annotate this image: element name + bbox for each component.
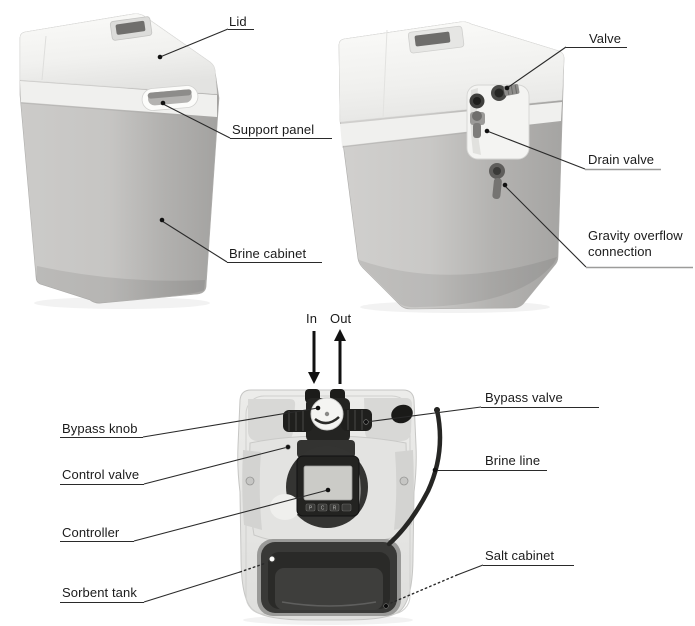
- flow-arrows: [308, 329, 346, 384]
- label-support-panel: Support panel: [232, 122, 315, 137]
- valve-ports-graphic: [469, 84, 520, 109]
- screw-left: [245, 476, 255, 486]
- label-salt-cabinet: Salt cabinet: [485, 548, 555, 563]
- controller-button: R: [329, 503, 340, 511]
- rear-unit-base-shade: [358, 257, 557, 308]
- controller-button: [341, 503, 352, 512]
- label-control-valve: Control valve: [62, 467, 140, 482]
- gravity-overflow-graphic: [489, 163, 505, 200]
- leader-salt-cabinet: [383, 564, 574, 609]
- front-unit-base-shade: [36, 266, 205, 304]
- rear-lid-crease: [382, 29, 388, 119]
- leader-support-panel: [160, 100, 332, 140]
- top-view-illustration: P C R: [237, 389, 443, 625]
- label-bypass-knob: Bypass knob: [62, 421, 138, 436]
- svg-text:C: C: [321, 505, 325, 511]
- label-brine-line: Brine line: [485, 453, 541, 468]
- leader-bypass-valve: [363, 406, 599, 425]
- valve-recess-graphic: [466, 84, 530, 160]
- bypass-knob-graphic: [310, 397, 344, 431]
- lid-recess-graphic: [109, 16, 153, 41]
- side-pocket-left: [242, 450, 262, 530]
- lid-crease: [41, 35, 47, 81]
- controller-button: P: [305, 503, 316, 511]
- label-drain-valve: Drain valve: [588, 152, 655, 167]
- leader-lines: [60, 28, 693, 609]
- label-bypass-valve: Bypass valve: [485, 390, 563, 405]
- white-cap: [270, 494, 300, 520]
- out-arrow: [334, 329, 346, 384]
- controller-graphic: P C R: [270, 446, 368, 528]
- leader-control-valve: [60, 444, 291, 486]
- in-arrow: [308, 331, 320, 384]
- label-flow-out: Out: [330, 311, 352, 326]
- label-sorbent-tank: Sorbent tank: [62, 585, 137, 600]
- leader-gravity-overflow: [502, 182, 693, 269]
- svg-text:R: R: [333, 505, 337, 511]
- rear-view-illustration: [338, 21, 565, 313]
- drain-valve-graphic: [470, 111, 485, 138]
- leader-brine-cabinet: [159, 217, 322, 264]
- label-lid: Lid: [229, 14, 247, 29]
- label-flow-in: In: [306, 311, 318, 326]
- label-valve: Valve: [589, 31, 622, 46]
- screw-right: [399, 476, 409, 486]
- shell-hole: [391, 404, 413, 424]
- side-pocket-right: [394, 450, 414, 530]
- leader-lid: [157, 28, 254, 60]
- support-panel-graphic: [141, 85, 199, 111]
- leader-sorbent-tank: [60, 555, 276, 604]
- label-controller: Controller: [62, 525, 120, 540]
- controller-button: C: [317, 503, 328, 511]
- controller-screen: [303, 465, 353, 501]
- label-gravity-overflow-connection: Gravity overflow connection: [588, 228, 683, 259]
- shell-pocket-left: [248, 399, 296, 441]
- front-band-shadow: [20, 102, 218, 119]
- front-view-illustration: [19, 13, 220, 309]
- leader-valve: [504, 46, 627, 91]
- leader-bypass-knob: [60, 405, 321, 439]
- label-brine-cabinet: Brine cabinet: [229, 246, 307, 261]
- leader-controller: [60, 487, 331, 543]
- lid-graphic: [19, 13, 218, 95]
- leader-brine-line: [432, 467, 547, 473]
- salt-cabinet-opening: [257, 539, 401, 616]
- svg-text:P: P: [309, 505, 313, 511]
- rear-lid-recess-graphic: [407, 25, 465, 54]
- leader-drain-valve: [484, 128, 661, 171]
- bypass-valve-graphic: [283, 409, 372, 432]
- front-unit-floor-shadow: [34, 297, 210, 309]
- brine-line-graphic: [386, 407, 443, 547]
- controller-buttons: P C R: [305, 503, 352, 512]
